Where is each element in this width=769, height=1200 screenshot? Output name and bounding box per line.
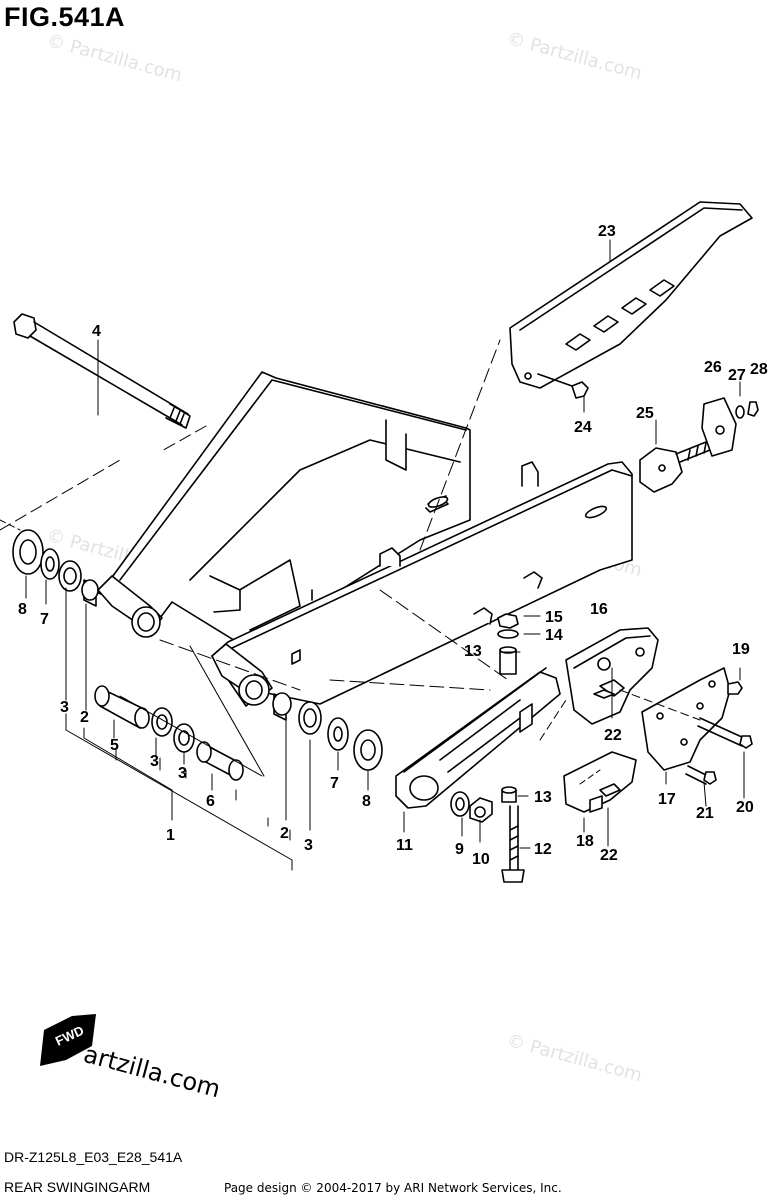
callout-11: 11 — [396, 837, 413, 854]
callout-labels: 4 23 24 25 26 27 28 15 14 13 16 19 22 17… — [18, 223, 768, 868]
swingarm-axle — [13, 313, 191, 429]
model-code: DR-Z125L8_E03_E28_541A — [4, 1149, 183, 1165]
callout-22: 22 — [600, 847, 618, 864]
callout-3: 3 — [304, 837, 313, 854]
callout-3: 3 — [178, 765, 187, 782]
callout-6: 6 — [206, 793, 215, 810]
callout-27: 27 — [728, 367, 746, 384]
bracket-bolts — [685, 681, 753, 785]
callout-1: 1 — [166, 827, 175, 844]
fwd-arrow-icon — [40, 1014, 96, 1066]
chain-slider — [395, 667, 561, 809]
callout-9: 9 — [455, 841, 464, 858]
callout-5: 5 — [110, 737, 119, 754]
copyright-text: Page design © 2004-2017 by ARI Network S… — [224, 1181, 562, 1195]
callout-14: 14 — [545, 627, 563, 644]
callout-23: 23 — [598, 223, 616, 240]
callout-17: 17 — [658, 791, 676, 808]
callout-26: 26 — [704, 359, 722, 376]
swingarm-body — [95, 371, 633, 707]
callout-18: 18 — [576, 833, 594, 850]
callout-7: 7 — [40, 611, 49, 628]
callout-25: 25 — [636, 405, 654, 422]
callout-20: 20 — [736, 799, 754, 816]
callout-3: 3 — [150, 753, 159, 770]
callout-8: 8 — [18, 601, 27, 618]
callout-10: 10 — [472, 851, 490, 868]
callout-2: 2 — [80, 709, 89, 726]
callout-4: 4 — [92, 323, 101, 340]
chain-roller-block — [563, 689, 637, 813]
chain-guard — [509, 201, 753, 389]
section-name: REAR SWINGINGARM — [4, 1179, 151, 1195]
callout-15: 15 — [545, 609, 563, 626]
callout-13: 13 — [464, 643, 482, 660]
callout-19: 19 — [732, 641, 750, 658]
bracket-lower — [641, 667, 731, 771]
callout-24: 24 — [574, 419, 592, 436]
callout-12: 12 — [534, 841, 552, 858]
chain-adjuster — [639, 397, 759, 493]
right-bushings — [272, 692, 383, 771]
callout-8: 8 — [362, 793, 371, 810]
callout-22: 22 — [604, 727, 622, 744]
callout-28: 28 — [750, 361, 768, 378]
callout-16: 16 — [590, 601, 608, 618]
figure-title: FIG.541A — [4, 2, 126, 32]
slider-bolt — [450, 613, 525, 883]
callout-3: 3 — [60, 699, 69, 716]
leader-lines — [0, 239, 745, 871]
chain-guard-bolt — [537, 373, 589, 399]
callout-7: 7 — [330, 775, 339, 792]
callout-21: 21 — [696, 805, 714, 822]
callout-2: 2 — [280, 825, 289, 842]
left-bushings — [12, 529, 244, 781]
callout-13: 13 — [534, 789, 552, 806]
